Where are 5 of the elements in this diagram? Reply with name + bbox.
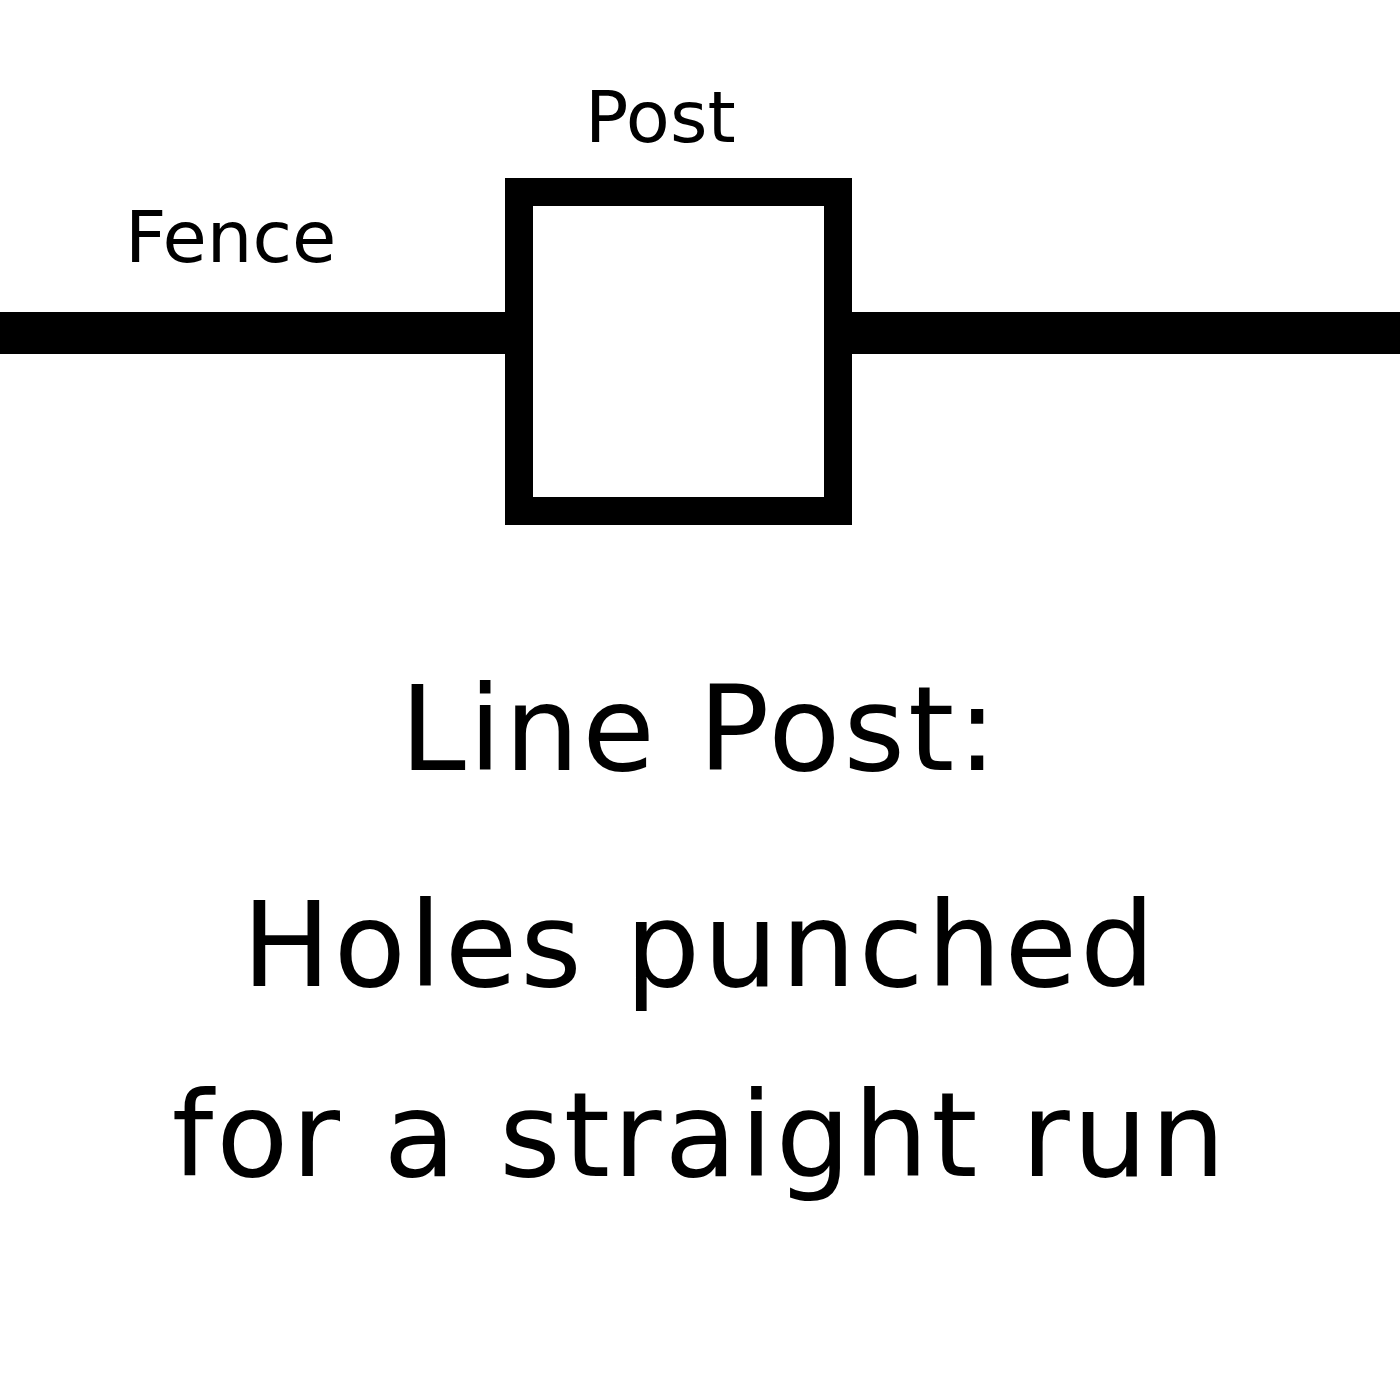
caption: Holes punched for a straight run bbox=[170, 875, 1230, 1206]
post-label: Post bbox=[585, 75, 736, 159]
title: Line Post: bbox=[398, 660, 1002, 798]
fence-label: Fence bbox=[125, 195, 337, 279]
fence-bar bbox=[852, 312, 1400, 354]
